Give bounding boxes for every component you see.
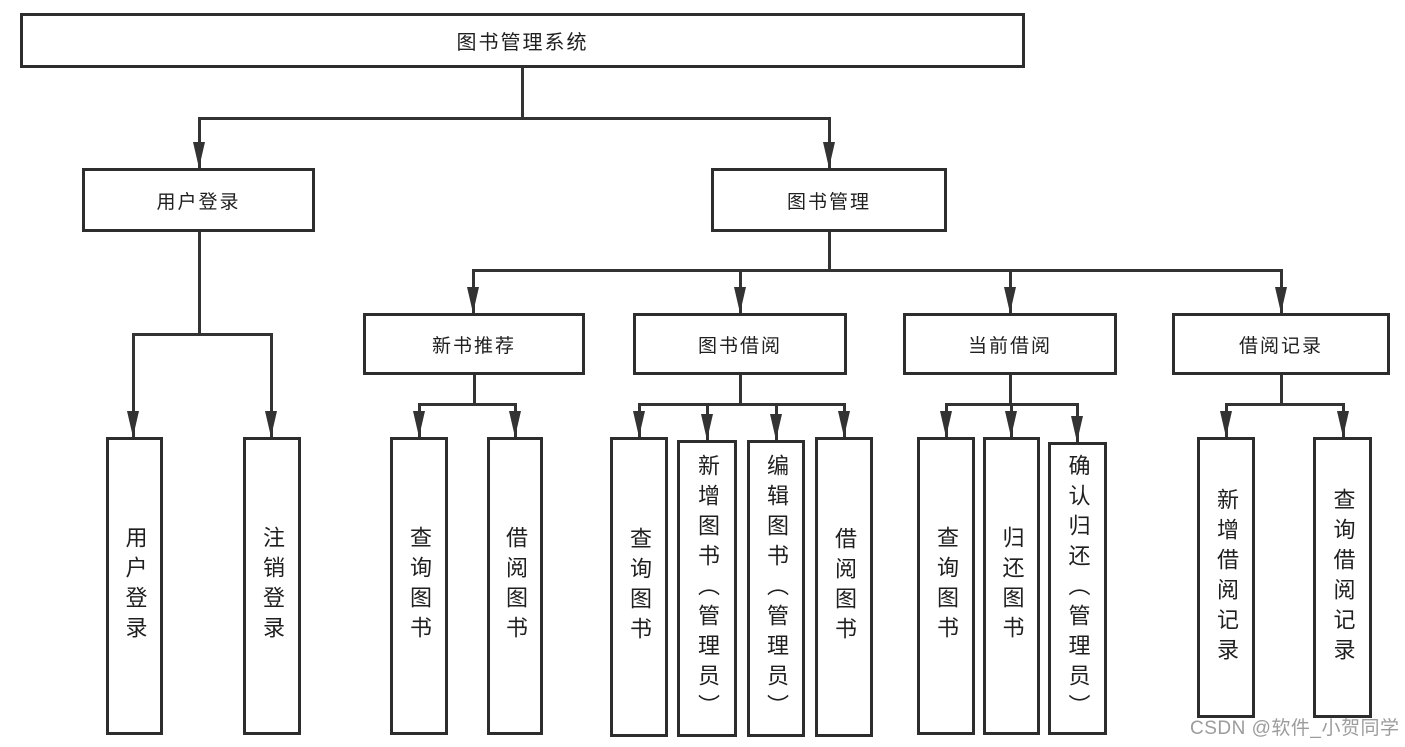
leaf-label: 注销登录 (260, 526, 285, 646)
leaf-logout: 注销登录 (243, 437, 301, 735)
node-label: 新书推荐 (431, 335, 516, 357)
arrow-down-icon (192, 142, 205, 168)
connector-line (1224, 403, 1345, 406)
connector-line (637, 403, 846, 406)
leaf-bb-borrow-books: 借阅图书 (815, 437, 873, 737)
arrow-down-icon (837, 411, 850, 437)
node-book-management: 图书管理 (711, 168, 947, 232)
leaf-label: 新增图书（管理员） (695, 453, 720, 724)
connector-line (1279, 375, 1283, 406)
node-label: 借阅记录 (1238, 335, 1323, 357)
arrow-down-icon (632, 411, 645, 437)
leaf-bb-edit-book-admin: 编辑图书（管理员） (747, 440, 805, 737)
leaf-label: 新增借阅记录 (1214, 487, 1239, 668)
connector-line (1008, 375, 1012, 406)
node-label: 当前借阅 (967, 335, 1052, 357)
node-new-book-recommendation: 新书推荐 (363, 313, 585, 375)
leaf-label: 确认归还（管理员） (1065, 453, 1091, 724)
leaf-label: 借阅图书 (832, 527, 857, 647)
csdn-watermark: CSDN @软件_小贺同学 (1190, 718, 1400, 739)
connector-line (471, 269, 1283, 272)
arrow-down-icon (412, 411, 425, 437)
node-label: 图书借阅 (697, 335, 782, 357)
arrow-down-icon (733, 287, 746, 313)
connector-line (738, 375, 742, 406)
arrow-down-icon (1336, 411, 1349, 437)
node-label: 用户登录 (156, 191, 241, 213)
arrow-down-icon (1003, 287, 1016, 313)
leaf-user-login: 用户登录 (106, 437, 163, 735)
leaf-label: 查询借阅记录 (1330, 487, 1356, 668)
leaf-nbr-query-books: 查询图书 (390, 437, 448, 735)
arrow-down-icon (822, 142, 835, 168)
node-book-borrowing: 图书借阅 (633, 313, 847, 375)
connector-line (472, 375, 476, 406)
leaf-br-add-record: 新增借阅记录 (1197, 437, 1255, 718)
leaf-label: 借阅图书 (503, 526, 528, 646)
arrow-down-icon (1004, 411, 1017, 437)
arrow-down-icon (769, 414, 782, 440)
connector-line (132, 333, 273, 336)
leaf-bb-add-book-admin: 新增图书（管理员） (677, 440, 737, 737)
node-borrowing-records: 借阅记录 (1172, 313, 1390, 375)
connector-line (132, 336, 135, 437)
leaf-br-query-record: 查询借阅记录 (1313, 437, 1372, 718)
node-label: 图书管理 (786, 191, 871, 213)
leaf-cb-query-books: 查询图书 (917, 437, 975, 735)
leaf-label: 编辑图书（管理员） (764, 453, 789, 724)
node-user-login-branch: 用户登录 (82, 168, 315, 232)
leaf-cb-confirm-return-admin: 确认归还（管理员） (1048, 442, 1107, 735)
leaf-label: 归还图书 (999, 526, 1025, 646)
arrow-down-icon (1070, 416, 1083, 442)
node-label: 图书管理系统 (456, 32, 589, 54)
leaf-cb-return-books: 归还图书 (983, 437, 1040, 735)
leaf-label: 查询图书 (934, 526, 959, 646)
arrow-down-icon (127, 411, 139, 437)
connector-line (197, 232, 201, 336)
arrow-down-icon (1274, 287, 1287, 313)
connector-line (269, 336, 273, 437)
arrow-down-icon (1219, 411, 1232, 437)
node-current-borrowing: 当前借阅 (903, 313, 1117, 375)
leaf-label: 查询图书 (407, 526, 432, 646)
connector-line (197, 117, 831, 120)
connector-line (417, 403, 517, 406)
leaf-label: 查询图书 (627, 527, 652, 647)
arrow-down-icon (264, 411, 277, 437)
leaf-label: 用户登录 (122, 526, 148, 646)
connector-line (521, 68, 524, 120)
leaf-nbr-borrow-books: 借阅图书 (487, 437, 543, 735)
arrow-down-icon (939, 411, 952, 437)
arrow-down-icon (508, 411, 521, 437)
connector-line (944, 403, 1079, 406)
leaf-bb-query-books: 查询图书 (610, 437, 668, 737)
connector-line (827, 232, 831, 272)
arrow-down-icon (700, 414, 713, 440)
node-library-management-system: 图书管理系统 (20, 13, 1025, 68)
arrow-down-icon (466, 287, 479, 313)
